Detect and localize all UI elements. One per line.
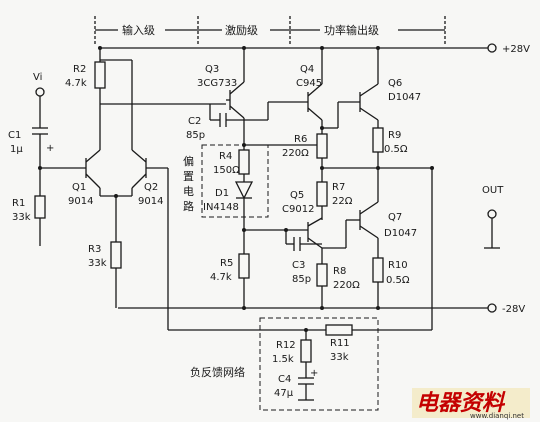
r7-resistor: R7 22Ω bbox=[316, 181, 353, 220]
positive-rail: +28V bbox=[100, 43, 530, 55]
r12-resistor: R12 1.5k bbox=[272, 330, 312, 378]
q4-value: C945 bbox=[296, 78, 322, 89]
feedback-label: 负反馈网络 bbox=[190, 365, 245, 379]
neg-rail-label: -28V bbox=[502, 304, 525, 315]
r3-name: R3 bbox=[88, 244, 101, 255]
driver-stage-label: 激励级 bbox=[225, 23, 258, 37]
r7-value: 22Ω bbox=[332, 196, 353, 207]
r8-name: R8 bbox=[333, 266, 346, 277]
r3-value: 33k bbox=[88, 258, 107, 269]
q4-name: Q4 bbox=[300, 64, 314, 75]
r5-name: R5 bbox=[220, 258, 233, 269]
watermark-logo: 电器资料 www.dianqi.net bbox=[412, 388, 530, 420]
output-stage-label: 功率输出级 bbox=[324, 23, 379, 37]
c1-value: 1μ bbox=[10, 144, 23, 155]
q3-value: 3CG733 bbox=[197, 78, 237, 89]
c3-capacitor: C3 85p bbox=[284, 228, 322, 285]
bias-label-4: 路 bbox=[183, 200, 194, 213]
vi-terminal bbox=[35, 87, 45, 97]
r5-resistor: R5 4.7k bbox=[210, 230, 250, 310]
r5-value: 4.7k bbox=[210, 272, 232, 283]
r11-resistor: R11 33k bbox=[325, 324, 353, 363]
c2-name: C2 bbox=[188, 116, 201, 127]
r7-name: R7 bbox=[332, 182, 345, 193]
feedback-network-box: 负反馈网络 bbox=[190, 317, 379, 411]
c2-value: 85p bbox=[186, 130, 205, 141]
r10-resistor: R10 0.5Ω bbox=[372, 257, 410, 310]
q2-value: 9014 bbox=[138, 196, 163, 207]
pos-rail-label: +28V bbox=[502, 44, 530, 55]
q5-name: Q5 bbox=[290, 190, 304, 201]
q6-transistor: Q6 D1047 bbox=[337, 46, 421, 128]
input-network: Vi C1 1μ + R1 33k bbox=[8, 72, 86, 246]
r8-resistor: R8 220Ω bbox=[316, 263, 360, 310]
q7-value: D1047 bbox=[384, 228, 417, 239]
c2-capacitor: C2 85p bbox=[186, 104, 244, 141]
c1-polarity: + bbox=[46, 143, 54, 154]
bias-label-2: 置 bbox=[183, 170, 194, 183]
r9-name: R9 bbox=[388, 130, 401, 141]
d1-name: D1 bbox=[215, 188, 229, 199]
c1-name: C1 bbox=[8, 130, 21, 141]
q5-transistor: Q5 C9012 bbox=[282, 190, 323, 264]
q2-name: Q2 bbox=[144, 182, 158, 193]
r12-name: R12 bbox=[276, 340, 296, 351]
c3-name: C3 bbox=[292, 260, 305, 271]
vi-label: Vi bbox=[33, 72, 42, 83]
r1-value: 33k bbox=[12, 212, 31, 223]
r2-resistor: R2 4.7k bbox=[65, 46, 106, 150]
r9-resistor: R9 0.5Ω bbox=[372, 127, 408, 170]
q6-value: D1047 bbox=[388, 92, 421, 103]
r10-value: 0.5Ω bbox=[386, 275, 410, 286]
output-terminal: OUT bbox=[430, 166, 504, 330]
d1-diode: D1 IN4148 bbox=[203, 181, 254, 230]
c4-polarity: + bbox=[310, 368, 318, 379]
bias-label-1: 偏 bbox=[183, 154, 194, 168]
input-stage-label: 输入级 bbox=[122, 23, 155, 37]
q2-transistor: Q2 9014 bbox=[131, 60, 169, 330]
c4-value: 47μ bbox=[274, 388, 294, 399]
r10-name: R10 bbox=[388, 260, 408, 271]
r9-value: 0.5Ω bbox=[384, 144, 408, 155]
r4-resistor: R4 150Ω bbox=[213, 145, 250, 182]
r6-resistor: R6 220Ω bbox=[282, 128, 328, 182]
bias-circuit-box: 偏 置 电 路 bbox=[183, 144, 269, 218]
r6-name: R6 bbox=[294, 134, 307, 145]
r12-value: 1.5k bbox=[272, 354, 294, 365]
r11-name: R11 bbox=[330, 338, 350, 349]
r6-value: 220Ω bbox=[282, 148, 309, 159]
d1-value: IN4148 bbox=[203, 202, 239, 213]
bias-label-3: 电 bbox=[183, 185, 194, 198]
q7-transistor: Q7 D1047 bbox=[345, 168, 417, 258]
r1-name: R1 bbox=[12, 198, 25, 209]
watermark-sub: www.dianqi.net bbox=[470, 412, 524, 420]
c4-name: C4 bbox=[278, 374, 291, 385]
q7-name: Q7 bbox=[388, 212, 402, 223]
q1-name: Q1 bbox=[72, 182, 86, 193]
q6-name: Q6 bbox=[388, 78, 402, 89]
q1-transistor: Q1 9014 bbox=[68, 149, 101, 207]
negative-rail: -28V bbox=[118, 303, 525, 315]
r8-value: 220Ω bbox=[333, 280, 360, 291]
q4-transistor: Q4 C945 bbox=[244, 46, 324, 128]
r2-name: R2 bbox=[73, 64, 86, 75]
q3-name: Q3 bbox=[205, 64, 219, 75]
watermark-text: 电器资料 bbox=[416, 390, 506, 416]
out-label: OUT bbox=[482, 185, 504, 196]
r2-value: 4.7k bbox=[65, 78, 87, 89]
c3-value: 85p bbox=[292, 274, 311, 285]
r11-value: 33k bbox=[330, 352, 349, 363]
q5-value: C9012 bbox=[282, 204, 314, 215]
c4-capacitor: + C4 47μ bbox=[274, 368, 318, 401]
r3-resistor: R3 33k bbox=[88, 241, 122, 308]
q1-value: 9014 bbox=[68, 196, 93, 207]
q3-transistor: Q3 3CG733 bbox=[197, 46, 246, 145]
section-header: 输入级 激励级 功率输出级 bbox=[94, 16, 446, 44]
r4-name: R4 bbox=[219, 151, 232, 162]
r4-value: 150Ω bbox=[213, 165, 240, 176]
